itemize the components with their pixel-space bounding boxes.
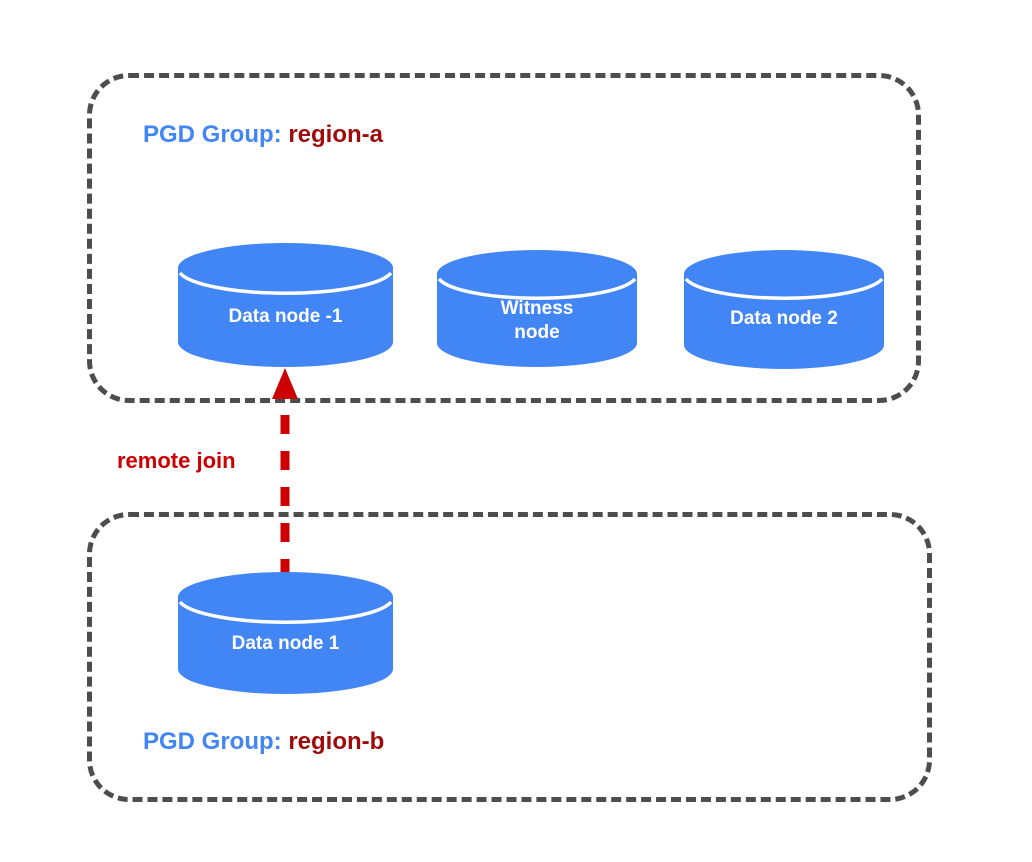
remote-join-connector <box>262 363 308 578</box>
dashed-arrow-up-icon <box>272 368 298 578</box>
group-label-prefix: PGD Group: <box>143 728 282 755</box>
group-label-prefix: PGD Group: <box>143 121 282 148</box>
database-cylinder-icon <box>178 243 393 367</box>
db-node-data-node-minus-1[interactable]: Data node -1 <box>178 243 393 367</box>
db-node-data-node-1[interactable]: Data node 1 <box>178 572 393 694</box>
group-label-region-a: PGD Group: region-a <box>143 121 383 149</box>
group-label-region-name: region-b <box>288 728 385 755</box>
db-node-witness-node[interactable]: Witness node <box>437 250 637 367</box>
group-label-region-name: region-a <box>288 121 384 148</box>
group-box-region-b <box>87 512 932 802</box>
database-cylinder-icon <box>178 572 393 694</box>
db-node-data-node-2[interactable]: Data node 2 <box>684 250 884 369</box>
database-cylinder-icon <box>437 250 637 367</box>
database-cylinder-icon <box>684 250 884 369</box>
group-label-region-b: PGD Group: region-b <box>143 728 384 756</box>
remote-join-label: remote join <box>117 448 236 473</box>
group-box-region-a <box>87 73 921 403</box>
